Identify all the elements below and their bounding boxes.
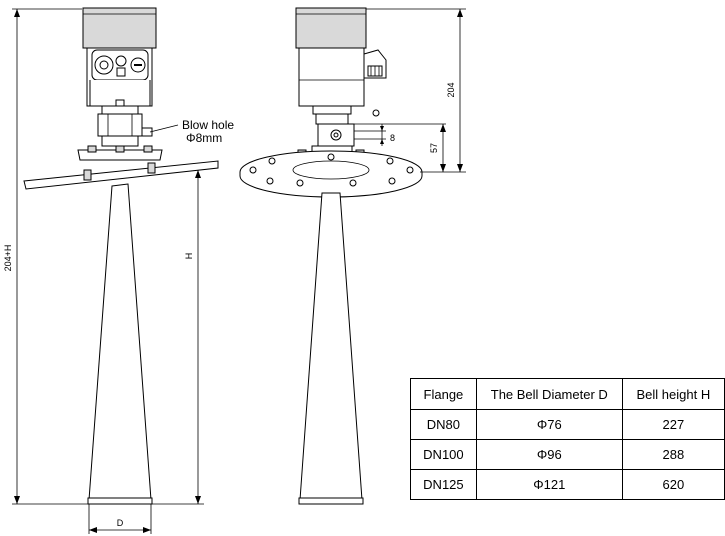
dim-total-height: 204+H xyxy=(3,245,13,272)
dim-neck-height: 57 xyxy=(429,143,439,153)
bell-spec-table: Flange The Bell Diameter D Bell height H… xyxy=(410,378,725,500)
dim-bell-height: H xyxy=(184,253,194,260)
side-view: 204 57 8 xyxy=(239,7,466,505)
dim-bell-diameter: D xyxy=(117,518,124,528)
cell-height: 620 xyxy=(621,469,725,500)
front-view: 204+H H D Blow hole Φ8mm xyxy=(3,7,234,534)
table-row: DN80 Φ76 227 xyxy=(410,409,725,440)
blow-hole-size: Φ8mm xyxy=(186,131,222,145)
header-flange: Flange xyxy=(410,378,477,410)
neck xyxy=(97,113,143,137)
cell-flange: DN100 xyxy=(410,439,477,470)
dim-hole-offset: 8 xyxy=(390,133,395,143)
housing-cap xyxy=(82,7,157,49)
cell-height: 288 xyxy=(621,439,725,470)
table-row: DN125 Φ121 620 xyxy=(410,469,725,500)
cell-flange: DN125 xyxy=(410,469,477,500)
header-bell-diameter: The Bell Diameter D xyxy=(475,378,623,410)
indicator-icon xyxy=(115,55,127,67)
table-row: DN100 Φ96 288 xyxy=(410,439,725,470)
side-horn-antenna xyxy=(299,192,363,501)
header-bell-height: Bell height H xyxy=(621,378,725,410)
cell-height: 227 xyxy=(621,409,725,440)
cell-diameter: Φ76 xyxy=(475,409,623,440)
blow-hole-nub xyxy=(141,127,153,137)
dim-head-height: 204 xyxy=(446,82,456,97)
cell-diameter: Φ96 xyxy=(475,439,623,470)
horn-antenna xyxy=(88,183,152,501)
cell-flange: DN80 xyxy=(410,409,477,440)
table-header-row: Flange The Bell Diameter D Bell height H xyxy=(410,378,725,410)
cell-diameter: Φ121 xyxy=(475,469,623,500)
blow-hole-label: Blow hole xyxy=(182,118,234,132)
side-housing-body xyxy=(298,47,365,107)
side-neck xyxy=(315,113,349,125)
